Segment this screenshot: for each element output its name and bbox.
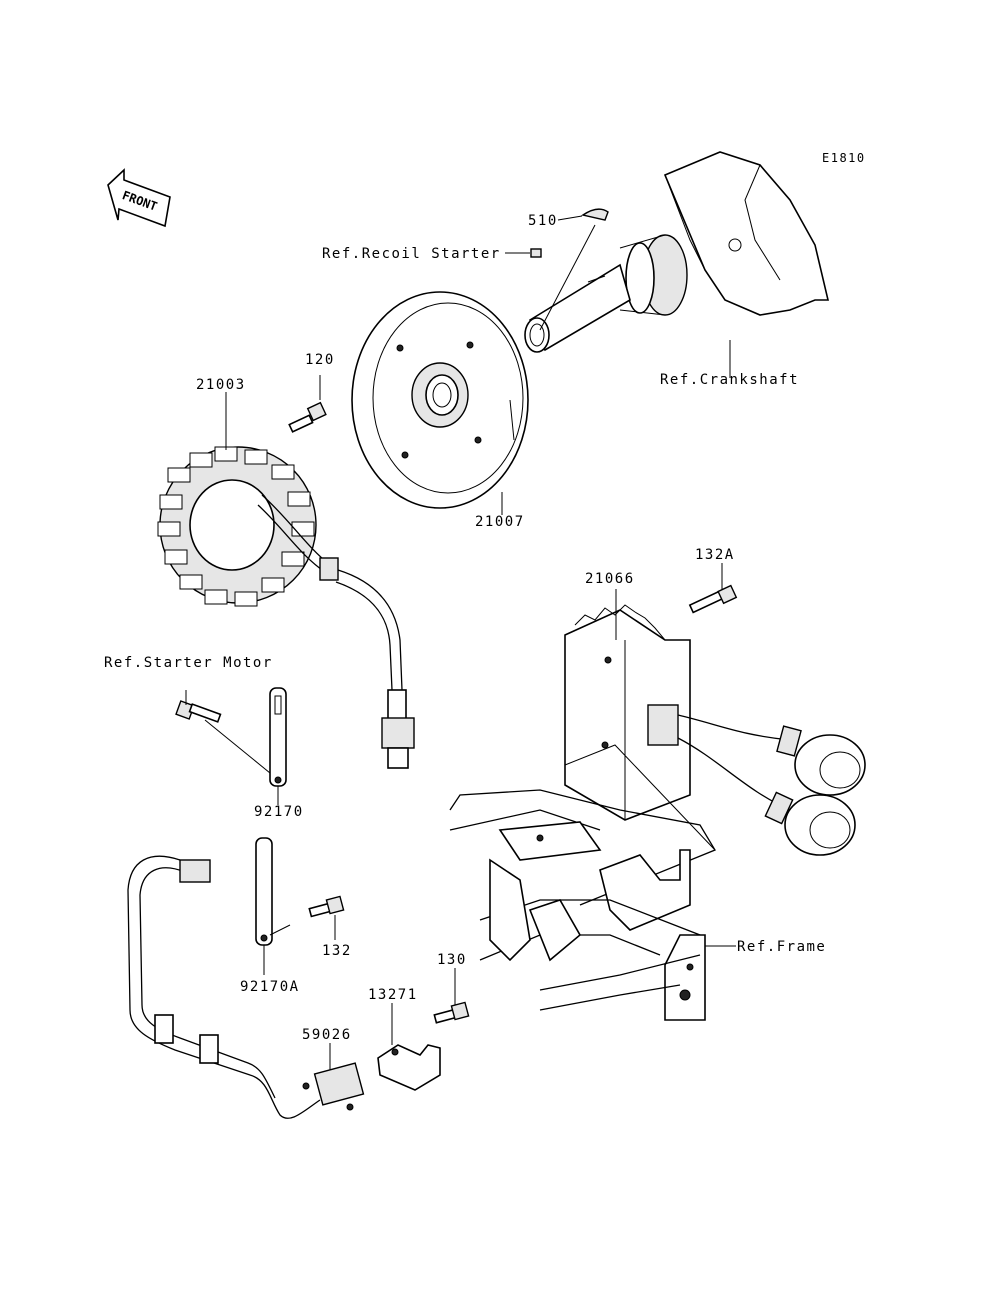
starter-motor-bolt [175,700,222,723]
callout-ref-recoil-starter: Ref.Recoil Starter [322,246,501,262]
recoil-starter-ref-icon [530,248,542,258]
callout-ref-crankshaft: Ref.Crankshaft [660,372,800,388]
diagram-code: E1810 [822,151,866,165]
callout-132A: 132A [695,547,735,563]
callout-ref-frame: Ref.Frame [737,939,827,955]
bolt-132 [308,895,345,918]
pickup-coil-harness [127,855,365,1119]
callout-120: 120 [305,352,335,368]
callout-21066: 21066 [585,571,635,587]
bracket-13271 [377,1044,441,1091]
bolt-120 [288,401,327,433]
leader-lines [185,215,736,1070]
callout-130: 130 [437,952,467,968]
callout-510: 510 [528,213,558,229]
crankshaft [524,151,830,353]
flywheel-rotor [351,291,529,509]
bolt-130 [433,1001,470,1024]
callout-ref-starter-motor: Ref.Starter Motor [104,655,273,671]
callout-21003: 21003 [196,377,246,393]
callout-92170: 92170 [254,804,304,820]
callout-21007: 21007 [475,514,525,530]
callout-132: 132 [322,943,352,959]
woodruff-key [581,208,609,221]
ground-lead-92170 [269,687,287,787]
bolt-132A [688,584,738,614]
stator-coil [157,446,415,769]
callout-92170A: 92170A [240,979,300,995]
front-arrow-icon: FRONT [107,168,171,228]
callout-13271: 13271 [368,987,418,1003]
regulator-rectifier [564,604,866,856]
ground-lead-92170A [255,837,273,946]
frame-section [449,744,716,1021]
callout-59026: 59026 [302,1027,352,1043]
